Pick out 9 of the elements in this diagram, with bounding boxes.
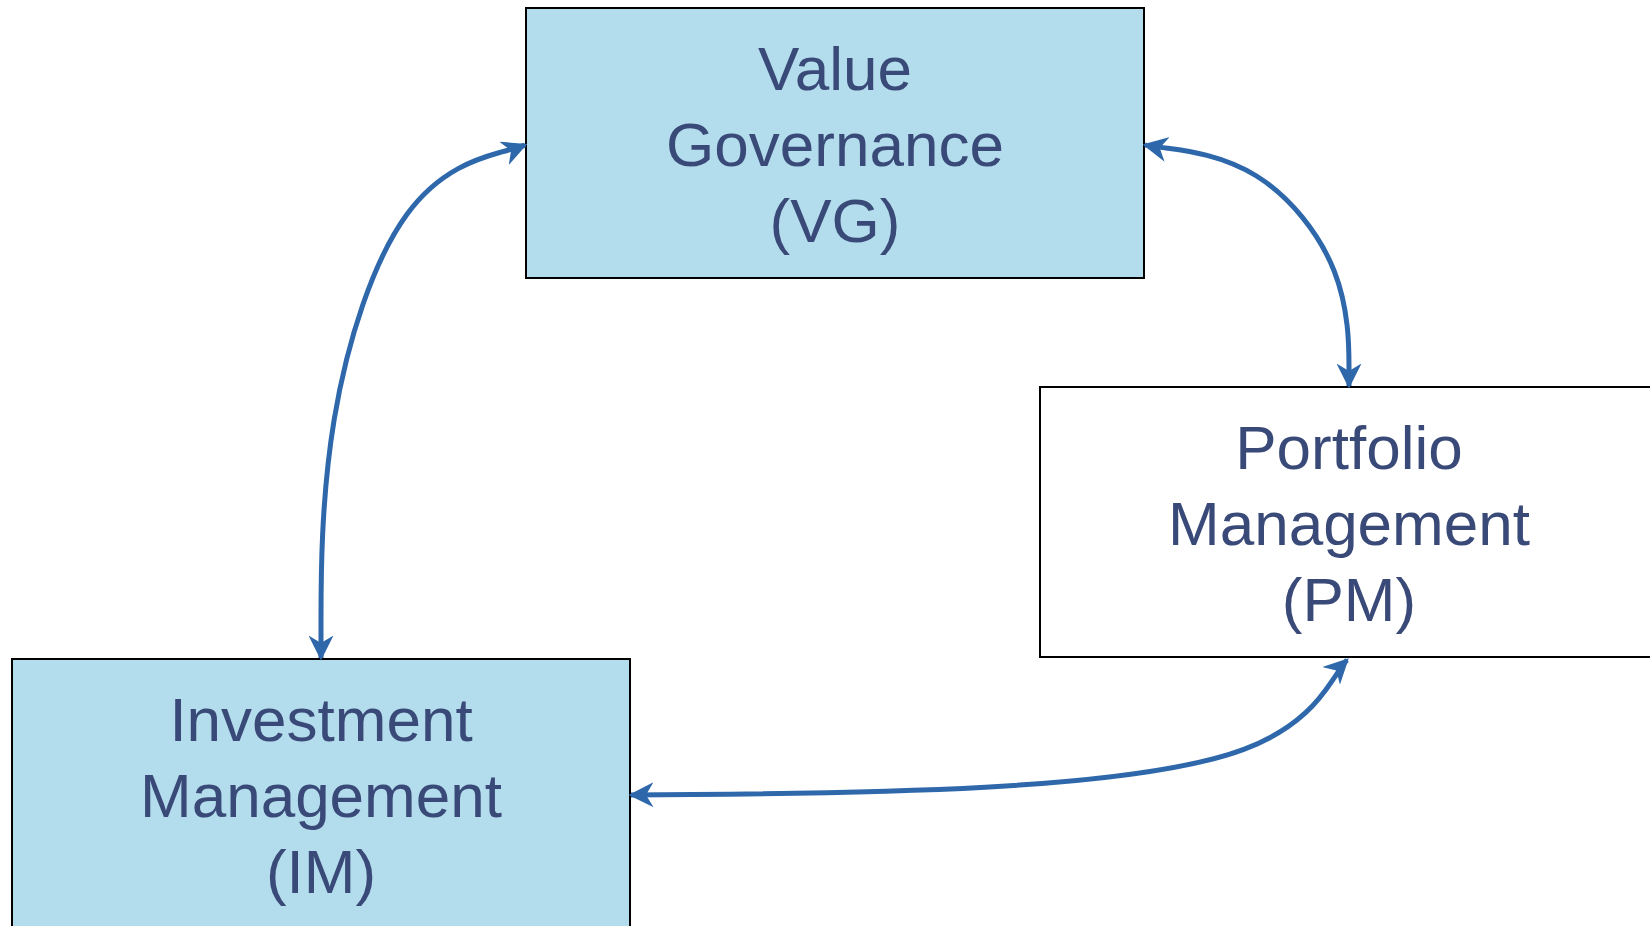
box-label: Portfolio Management (PM) xyxy=(1167,412,1531,636)
box-label: Investment Management (IM) xyxy=(139,684,503,908)
process-box xyxy=(1039,386,1650,658)
double-arrow xyxy=(628,658,1349,808)
process-box xyxy=(11,658,631,926)
process-box xyxy=(525,7,1145,279)
double-arrow xyxy=(308,141,528,661)
double-arrow xyxy=(1142,137,1362,389)
box-label: Value Governance (VG) xyxy=(665,33,1005,257)
